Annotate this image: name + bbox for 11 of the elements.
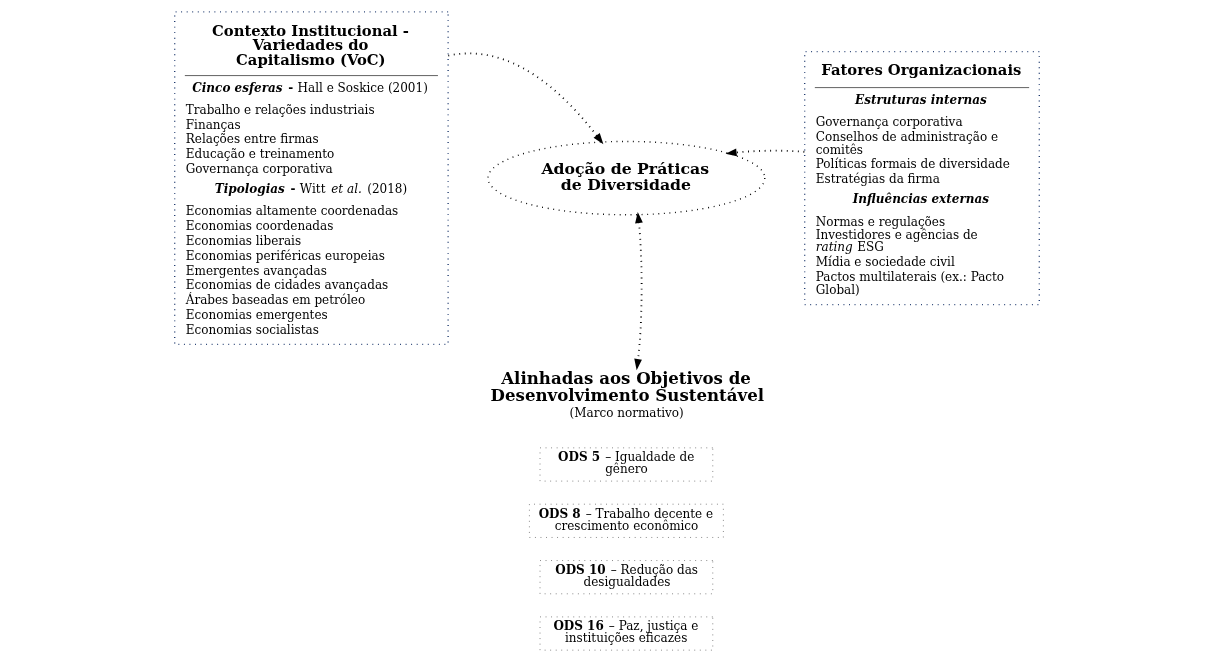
node-box: ODS 5 – Igualdade de gênero <box>539 447 714 482</box>
node-box: Contexto Institucional - Variedades do Capitalismo (VoC) Cinco esferas - Hall e Soskice (2001) Trabalho e relações industriais Finanças Relações entre firmas Educação e treinamento Governança corporativa Tipologias - Witt et al. (2018) Economias altamente coordenadas Economias coordenadas Economias liberais Economias periféricas europeias Emergentes avançadas Economias de cidades avançadas Árabes baseadas em petróleo Economias emergentes Economias socialistas <box>174 11 449 346</box>
arrow <box>725 148 806 157</box>
node-box: ODS 8 – Trabalho decente e crescimento econômico <box>528 503 724 538</box>
arrow <box>447 52 604 145</box>
node-box: ODS 16 – Paz, justiça e instituições eficazes <box>539 616 714 651</box>
node-box: Fatores Organizacionais Estruturas internas Governança corporativa Conselhos de administração e comitês Políticas formais de diversidade Estratégias da firma Influências externas Normas e regulações Investidores e agências de rating ESG Mídia e sociedade civil Pactos multilaterais (ex.: Pacto Global) <box>804 50 1040 306</box>
node-ellipse: Adoção de Práticas de Diversidade <box>487 140 766 216</box>
node-text: Alinhadas aos Objetivos de Desenvolvimento Sustentável (Marco normativo) <box>490 368 765 420</box>
node-box: ODS 10 – Redução das desigualdades <box>539 560 714 595</box>
arrow <box>634 211 643 371</box>
